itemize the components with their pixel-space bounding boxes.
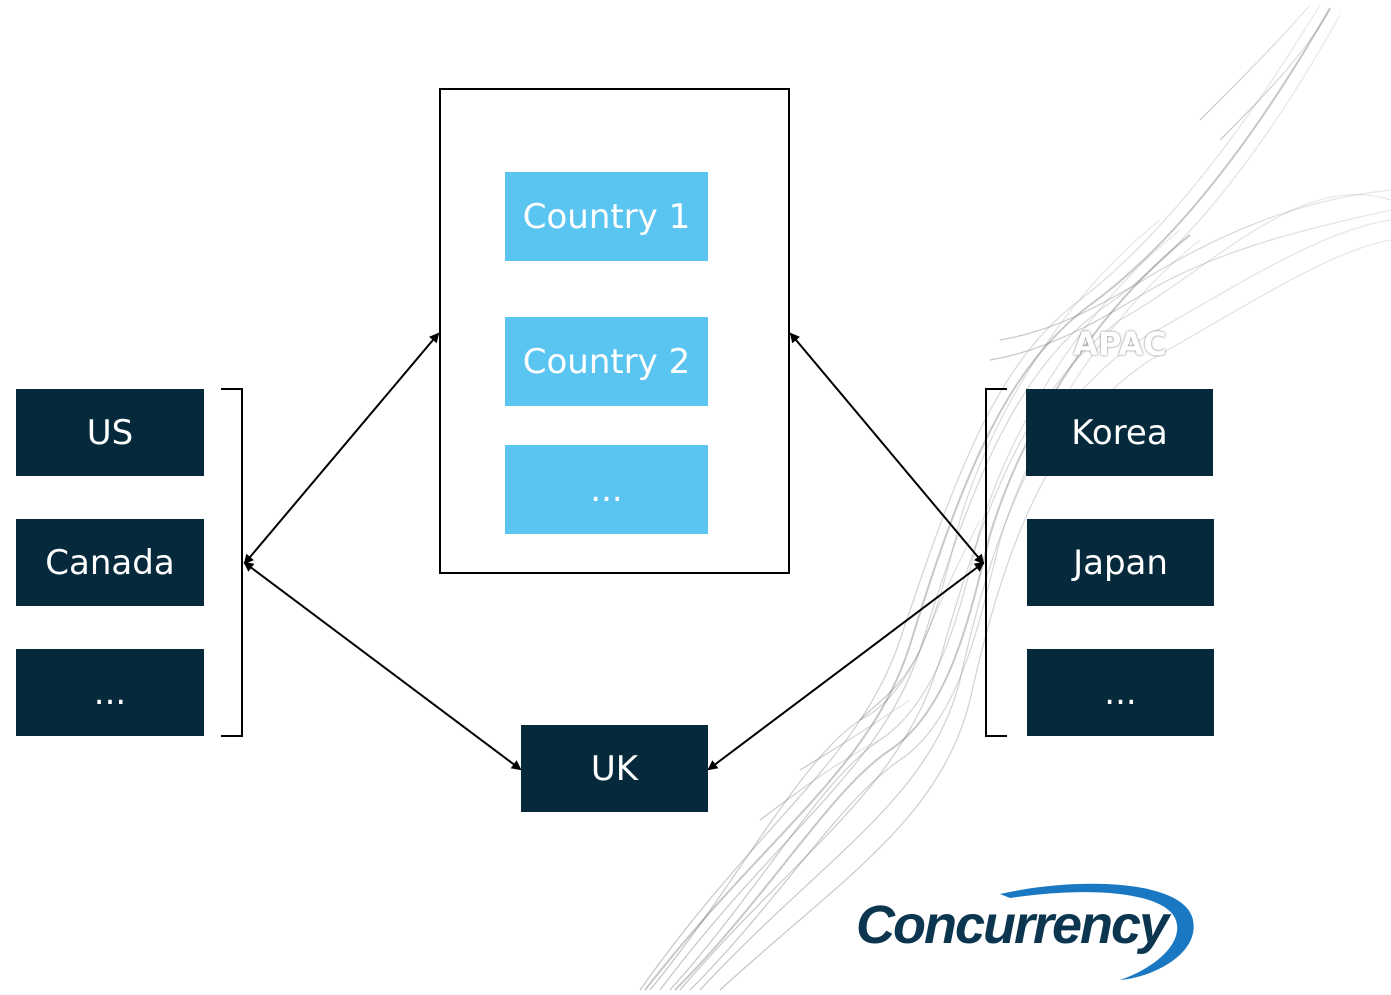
country-label: ...: [590, 469, 623, 510]
region-box-more-apac: ...: [1027, 649, 1214, 736]
region-label: Canada: [45, 542, 175, 583]
logo-text: Concurrency: [856, 895, 1169, 955]
region-box-more-americas: ...: [16, 649, 204, 736]
region-label: Korea: [1071, 412, 1168, 453]
country-box-1: Country 1: [505, 172, 708, 261]
region-label: ...: [1104, 672, 1137, 713]
logo-swoosh-icon: [1000, 883, 1194, 980]
region-box-canada: Canada: [16, 519, 204, 606]
region-box-japan: Japan: [1027, 519, 1214, 606]
country-box-2: Country 2: [505, 317, 708, 406]
country-box-more: ...: [505, 445, 708, 534]
apac-label: APAC: [1073, 325, 1167, 363]
region-box-us: US: [16, 389, 204, 476]
concurrency-logo: Concurrency: [850, 880, 1210, 985]
region-label: US: [86, 412, 134, 453]
region-label: Japan: [1073, 542, 1168, 583]
country-container: [439, 88, 790, 574]
region-box-korea: Korea: [1026, 389, 1213, 476]
region-label: ...: [93, 672, 127, 713]
country-label: Country 1: [522, 196, 691, 237]
uk-label: UK: [590, 748, 639, 789]
uk-box: UK: [521, 725, 708, 812]
country-label: Country 2: [522, 341, 691, 382]
